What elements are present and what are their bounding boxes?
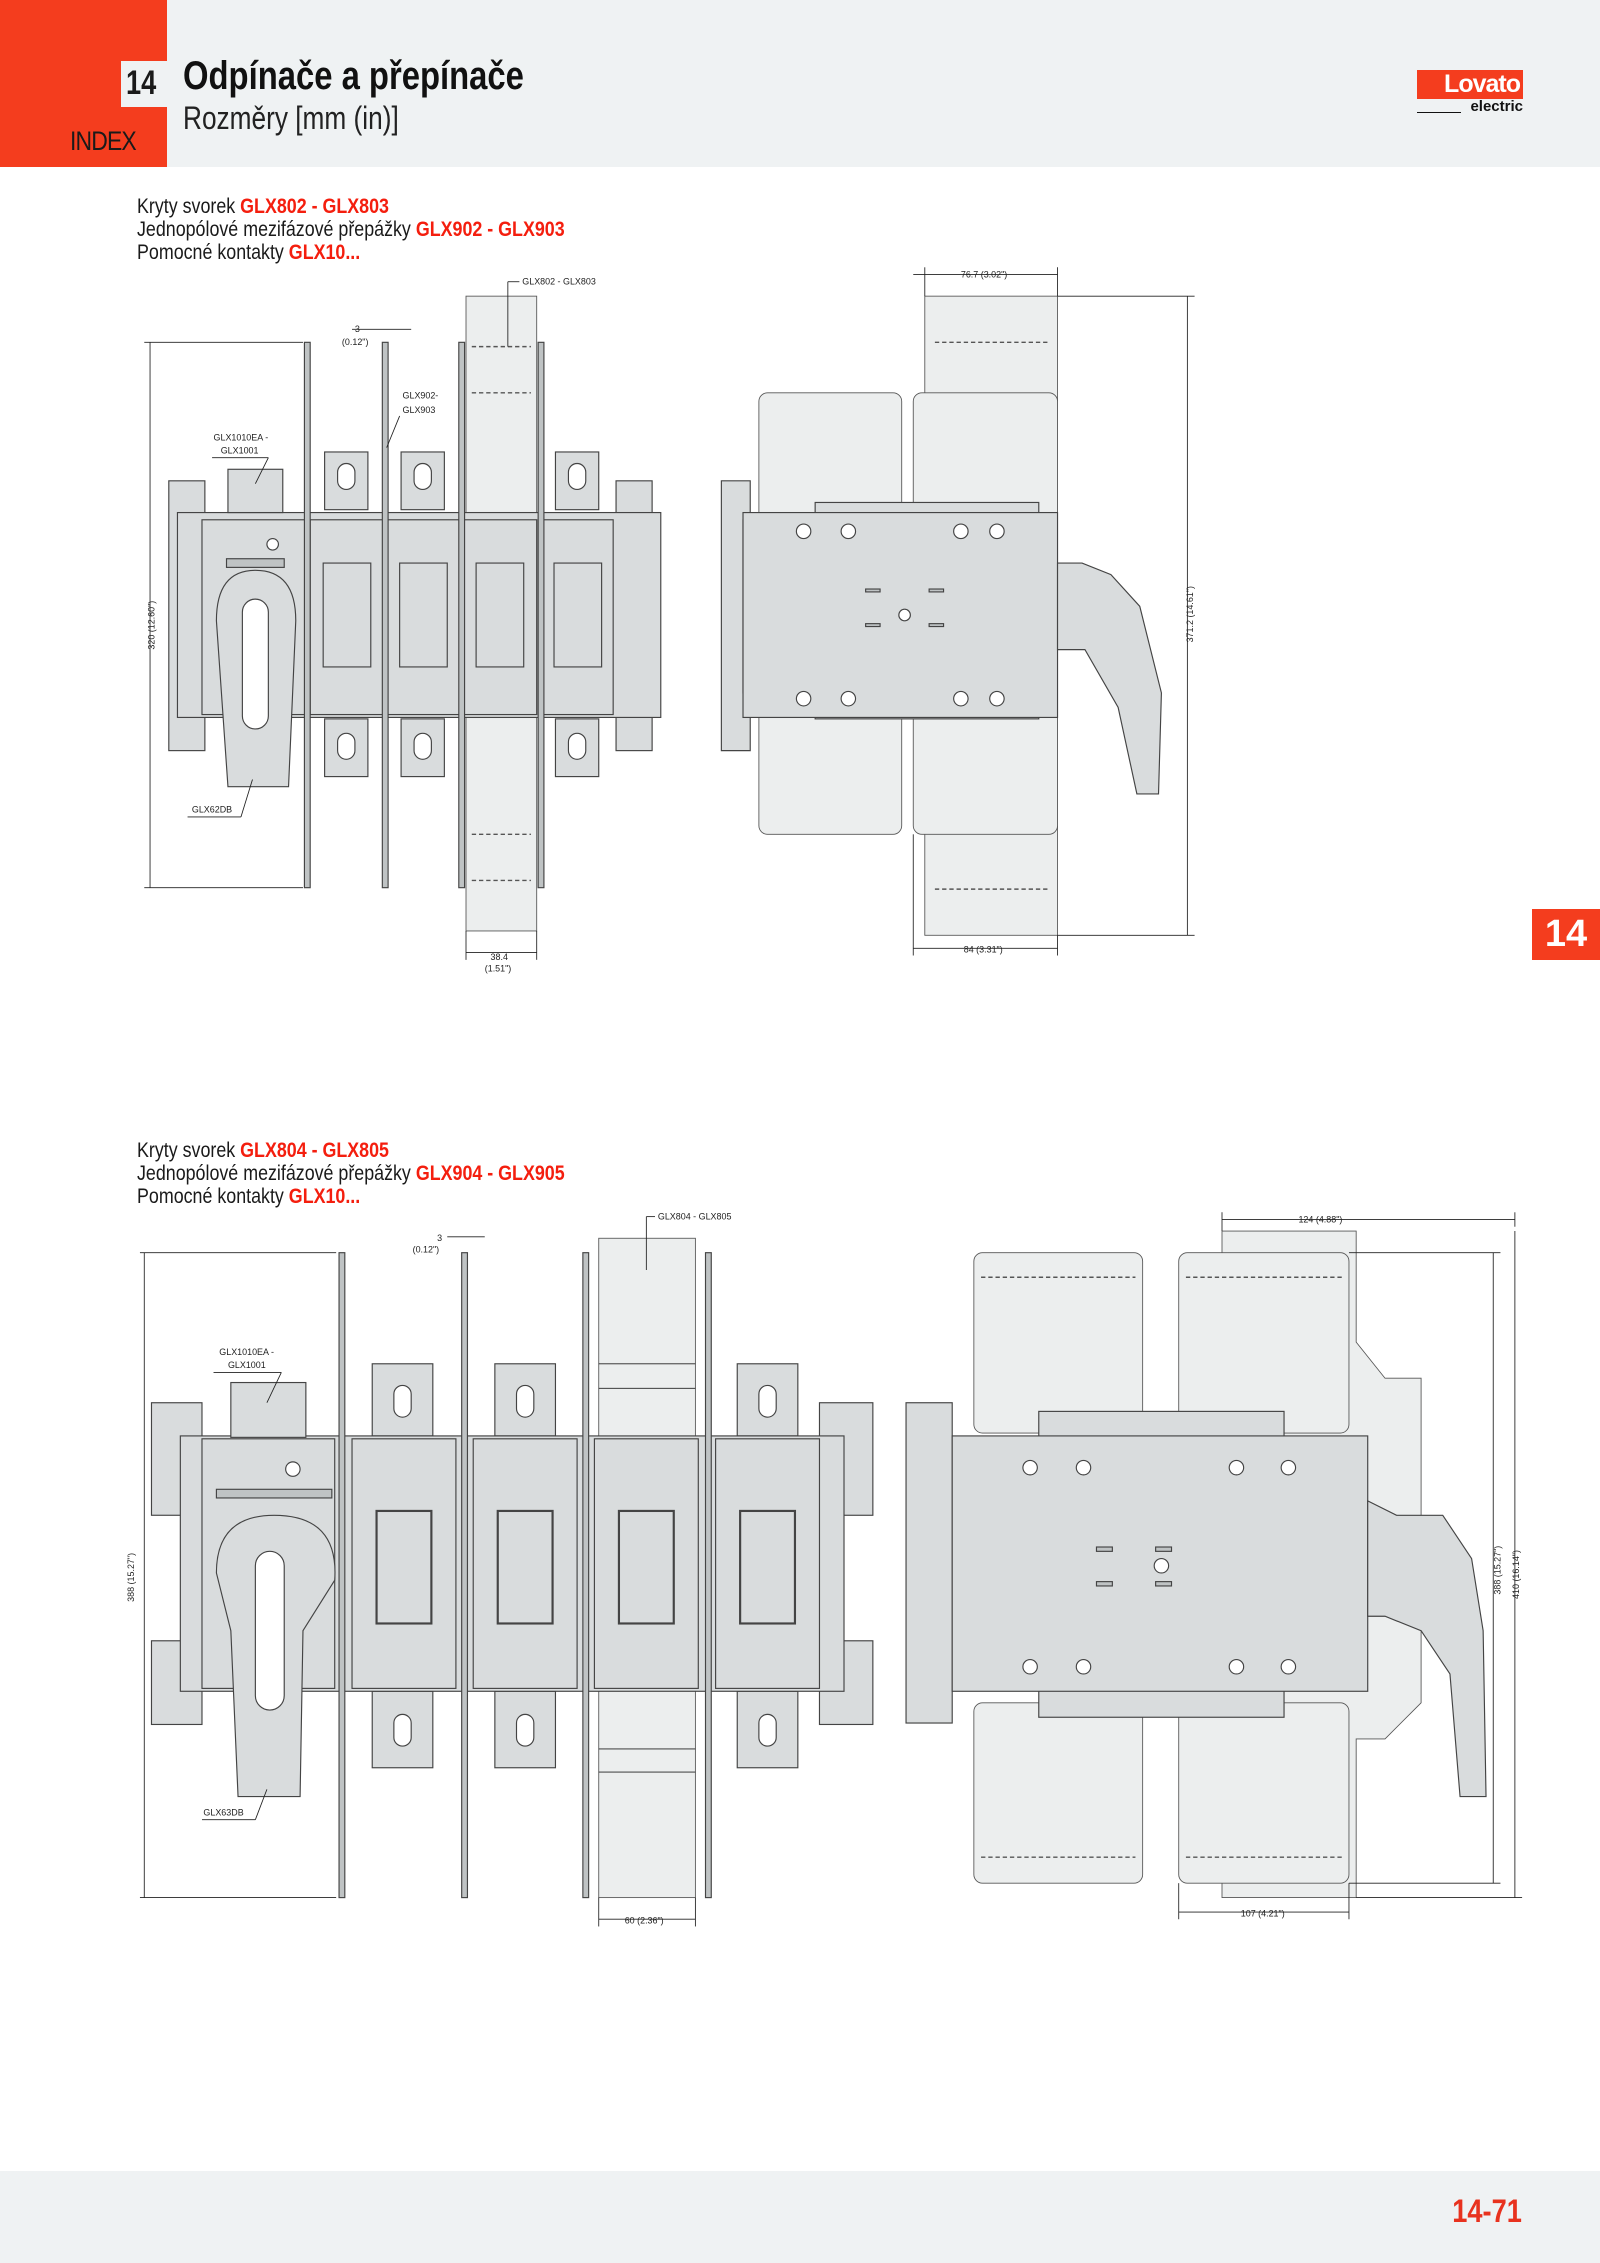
handle-label: GLX63DB <box>203 1807 243 1817</box>
caption-text: Jednopólové mezifázové přepážky <box>137 218 416 241</box>
height-dim: 320 (12.60") <box>146 601 156 650</box>
chapter-number: 14 <box>126 64 157 102</box>
mounting-ear-left <box>168 480 206 752</box>
handle <box>215 569 297 788</box>
top-width-dim: 124 (4.88") <box>1298 1214 1342 1224</box>
handle-label: GLX62DB <box>192 805 232 815</box>
partition-thickness-in: (0.12") <box>342 337 369 347</box>
caption-text: Kryty svorek <box>137 195 241 218</box>
bottom-width-dim: 107 (4.21") <box>1241 1908 1285 1918</box>
side-body <box>951 1435 1369 1692</box>
aux-contact-label: GLX1010EA - <box>219 1347 274 1357</box>
caption-text: Pomocné kontakty <box>137 1185 289 1208</box>
product-code: GLX10... <box>288 1185 361 1208</box>
lovato-logo: Lovato electric <box>1417 70 1523 115</box>
side-body <box>742 511 1059 719</box>
chapter-number-box <box>121 61 167 107</box>
bottom-width-dim: 84 (3.31") <box>964 945 1003 955</box>
partition-thickness-mm: 3 <box>437 1233 442 1243</box>
terminal-tabs <box>371 1363 799 1769</box>
aux-contact <box>230 1381 307 1438</box>
page-title: Odpínače a přepínače <box>183 54 524 98</box>
aux-contact <box>227 468 284 514</box>
outer-height-dim: 410 (16.14") <box>1511 1550 1521 1599</box>
height-dim: 388 (15.27") <box>126 1553 136 1602</box>
caption-line: Jednopólové mezifázové přepážky GLX904 -… <box>137 1162 565 1185</box>
partition-thickness-mm: 3 <box>355 324 360 334</box>
drawing-2-front-view: 388 (15.27") GLX804 - GLX805 3 (0.12") G… <box>126 1212 874 1927</box>
partition-label: GLX903 <box>403 405 436 415</box>
cover-width-dim: 60 (2.36") <box>625 1916 664 1926</box>
page-header: INDEX 14 Odpínače a přepínače Rozměry [m… <box>0 0 1600 167</box>
aux-contact-label: GLX1010EA - <box>214 432 269 442</box>
logo-sub-wrap: electric <box>1417 99 1523 115</box>
cover-width-in: (1.51") <box>485 963 512 973</box>
cover-width-mm: 38.4 <box>491 952 508 962</box>
caption-line: Jednopólové mezifázové přepážky GLX902 -… <box>137 218 565 241</box>
caption-line: Pomocné kontakty GLX10... <box>137 241 565 264</box>
logo-line <box>1417 112 1461 113</box>
drawing-1-side-view: 76.7 (3.02") 371.2 (14.61") 84 (3.31") <box>720 267 1195 956</box>
partition-thickness-in: (0.12") <box>413 1245 440 1255</box>
page-footer: 14-71 <box>0 2171 1600 2263</box>
drawing-1-front-view: 320 (12.60") GLX802 - GLX803 3 (0.12") G… <box>144 277 662 973</box>
switch-body <box>176 511 662 719</box>
caption-text: Jednopólové mezifázové přepážky <box>137 1162 416 1185</box>
caption-line: Kryty svorek GLX802 - GLX803 <box>137 195 565 218</box>
product-code: GLX804 - GLX805 <box>240 1139 389 1162</box>
chapter-side-tab[interactable]: 14 <box>1532 909 1600 960</box>
aux-contact-label: GLX1001 <box>228 1360 266 1370</box>
page-subtitle: Rozměry [mm (in)] <box>183 100 399 136</box>
product-code: GLX802 - GLX803 <box>240 195 389 218</box>
section-2-caption: Kryty svorek GLX804 - GLX805 Jednopólové… <box>137 1139 565 1208</box>
inner-height-dim: 388 (15.27") <box>1492 1546 1502 1595</box>
top-width-dim: 76.7 (3.02") <box>961 269 1007 279</box>
switch-body <box>179 1435 845 1692</box>
terminal-cover-top-bottom <box>465 295 538 932</box>
height-dim: 371.2 (14.61") <box>1185 586 1195 642</box>
cover-label: GLX804 - GLX805 <box>658 1212 732 1222</box>
product-code: GLX10... <box>288 241 361 264</box>
caption-line: Kryty svorek GLX804 - GLX805 <box>137 1139 565 1162</box>
caption-text: Pomocné kontakty <box>137 241 289 264</box>
product-code: GLX904 - GLX905 <box>415 1162 565 1185</box>
handle <box>215 1514 336 1798</box>
page-number: 14-71 <box>1452 2193 1522 2229</box>
aux-contact-label: GLX1001 <box>221 445 259 455</box>
phase-partitions <box>338 1252 712 1899</box>
mounting-ear-right <box>615 480 653 752</box>
drawing-2-side-view: 124 (4.88") 388 (15.27") 410 (16.14") 10… <box>905 1212 1523 1920</box>
index-label[interactable]: INDEX <box>70 126 137 156</box>
partition-label: GLX902- <box>403 391 439 401</box>
side-handle <box>1056 562 1162 795</box>
logo-brand: Lovato <box>1417 70 1523 99</box>
side-handle <box>1367 1499 1487 1798</box>
terminal-cover <box>598 1237 696 1899</box>
phase-partitions <box>303 341 545 889</box>
terminal-tabs <box>324 451 600 778</box>
cover-label: GLX802 - GLX803 <box>522 277 596 287</box>
logo-sub: electric <box>1470 98 1523 115</box>
section-1-caption: Kryty svorek GLX802 - GLX803 Jednopólové… <box>137 195 565 264</box>
caption-text: Kryty svorek <box>137 1139 241 1162</box>
product-code: GLX902 - GLX903 <box>415 218 565 241</box>
caption-line: Pomocné kontakty GLX10... <box>137 1185 565 1208</box>
